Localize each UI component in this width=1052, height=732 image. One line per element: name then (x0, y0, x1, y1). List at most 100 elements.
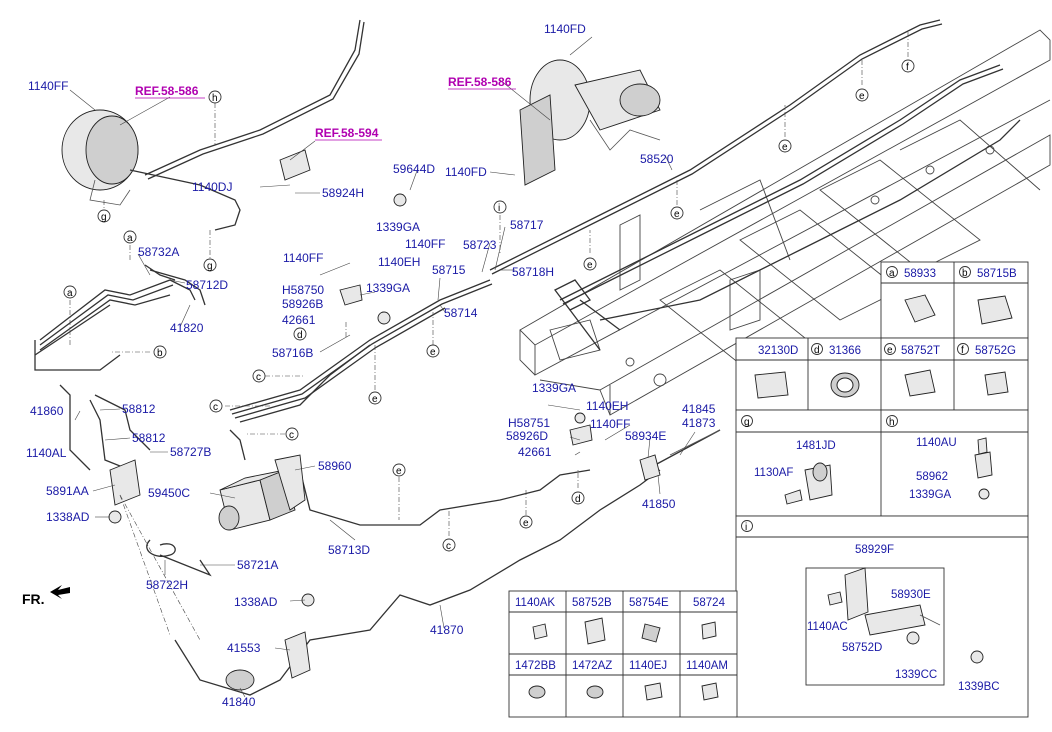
callout-1140FF-d: 1140FF (590, 417, 630, 431)
callout-H58750: H58750 (282, 283, 324, 297)
svg-text:c: c (256, 372, 261, 383)
callout-ref-58-586-b: REF.58-586 (448, 75, 512, 89)
callout-58812-b: 58812 (132, 431, 166, 445)
callout-1339GA-b: 1339GA (366, 281, 410, 295)
svg-text:a: a (127, 233, 133, 244)
table-1140AM: 1140AM (686, 660, 728, 672)
table-58754E: 58754E (629, 597, 669, 609)
callout-41860: 41860 (30, 404, 64, 418)
svg-text:c: c (289, 430, 294, 441)
legend-1339BC: 1339BC (958, 681, 1000, 693)
marker-c-4: c (442, 538, 456, 552)
front-direction-label: FR. (22, 591, 45, 607)
legend-58752T: 58752T (901, 345, 940, 357)
svg-text:b: b (157, 348, 163, 359)
callout-58714: 58714 (444, 306, 478, 320)
marker-b-1: b (153, 345, 167, 359)
callout-42661-a: 42661 (282, 313, 316, 327)
svg-text:c: c (213, 402, 218, 413)
legend-1140AC: 1140AC (807, 621, 848, 633)
small-clips (108, 149, 721, 524)
callout-58723: 58723 (463, 238, 497, 252)
legend-58929F: 58929F (855, 544, 894, 556)
callout-1140FD-mid: 1140FD (445, 165, 487, 179)
svg-text:h: h (889, 417, 895, 428)
callout-41553: 41553 (227, 641, 261, 655)
callout-58520: 58520 (640, 152, 674, 166)
table-1140EJ: 1140EJ (629, 660, 667, 672)
callout-42661-b: 42661 (518, 445, 552, 459)
legend-1481JD: 1481JD (796, 440, 836, 452)
callout-58717: 58717 (510, 218, 544, 232)
table-58724: 58724 (693, 597, 726, 609)
callout-1140DJ: 1140DJ (192, 180, 232, 194)
legend-1130AF: 1130AF (754, 467, 793, 479)
svg-text:a: a (889, 268, 895, 279)
legend-58933: 58933 (904, 268, 936, 280)
callout-H58751: H58751 (508, 416, 550, 430)
svg-text:b: b (962, 268, 968, 279)
svg-text:e: e (523, 518, 529, 529)
legend-g-h: g h 1481JD 1130AF 1140AU 58962 1339GA (735, 409, 1029, 517)
legend-58930E: 58930E (891, 589, 931, 601)
svg-text:e: e (887, 345, 893, 356)
legend-1140AU: 1140AU (916, 437, 957, 449)
svg-text:d: d (814, 345, 820, 356)
legend-58752G: 58752G (975, 345, 1016, 357)
callout-58934E: 58934E (625, 429, 666, 443)
marker-f-1: f (901, 59, 915, 73)
svg-text:g: g (744, 417, 750, 428)
leader-lines (69, 36, 696, 698)
svg-text:h: h (212, 93, 218, 104)
callout-58812-a: 58812 (122, 402, 156, 416)
callout-ref-58-594: REF.58-594 (315, 126, 379, 140)
callout-41870: 41870 (430, 623, 464, 637)
svg-text:e: e (430, 347, 436, 358)
marker-h-1: h (208, 90, 222, 104)
callout-1140FF-a: 1140FF (28, 79, 68, 93)
callout-1140FF-b: 1140FF (405, 237, 445, 251)
marker-c-3: c (285, 427, 299, 441)
marker-e-7: e (778, 139, 792, 153)
table-1472AZ: 1472AZ (572, 660, 612, 672)
callout-58722H: 58722H (146, 578, 188, 592)
legend-58752D: 58752D (842, 642, 882, 654)
marker-g-1: g (97, 209, 111, 223)
legend-1339GA-h: 1339GA (909, 489, 952, 501)
abs-module (146, 454, 306, 577)
callout-58712D: 58712D (186, 278, 228, 292)
callout-58715: 58715 (432, 263, 466, 277)
legend-32130D: 32130D (758, 345, 798, 357)
svg-text:a: a (67, 288, 73, 299)
callout-labels: 1140FF REF.58-586 REF.58-594 1140DJ 5892… (22, 22, 716, 709)
svg-text:d: d (575, 494, 581, 505)
front-arrow-icon (50, 585, 70, 599)
legend-clip-table: a 58933 b 58715B 32130D d 31366 e 58752T… (735, 261, 1029, 411)
callout-1140AL: 1140AL (26, 446, 67, 460)
marker-e-1: e (368, 391, 382, 405)
legend-31366: 31366 (829, 345, 861, 357)
callout-58727B: 58727B (170, 445, 211, 459)
svg-text:i: i (745, 522, 747, 533)
callout-1339GA-c: 1339GA (532, 381, 576, 395)
vehicle-frame (519, 29, 1051, 416)
callout-1339GA-a: 1339GA (376, 220, 420, 234)
legend-58962: 58962 (916, 471, 948, 483)
brake-booster (519, 59, 661, 186)
svg-text:e: e (372, 394, 378, 405)
callout-1338AD-a: 1338AD (46, 510, 90, 524)
marker-c-1: c (252, 369, 266, 383)
callout-ref-58-586-a: REF.58-586 (135, 84, 199, 98)
marker-a-2: a (63, 285, 77, 299)
callout-58924H: 58924H (322, 186, 364, 200)
svg-text:c: c (446, 541, 451, 552)
legend-58715B: 58715B (977, 268, 1017, 280)
callout-41873: 41873 (682, 416, 716, 430)
middle-brake-lines (174, 279, 721, 696)
table-58752B: 58752B (572, 597, 612, 609)
callout-1140FF-c: 1140FF (283, 251, 323, 265)
svg-text:e: e (782, 142, 788, 153)
callout-59644D: 59644D (393, 162, 435, 176)
